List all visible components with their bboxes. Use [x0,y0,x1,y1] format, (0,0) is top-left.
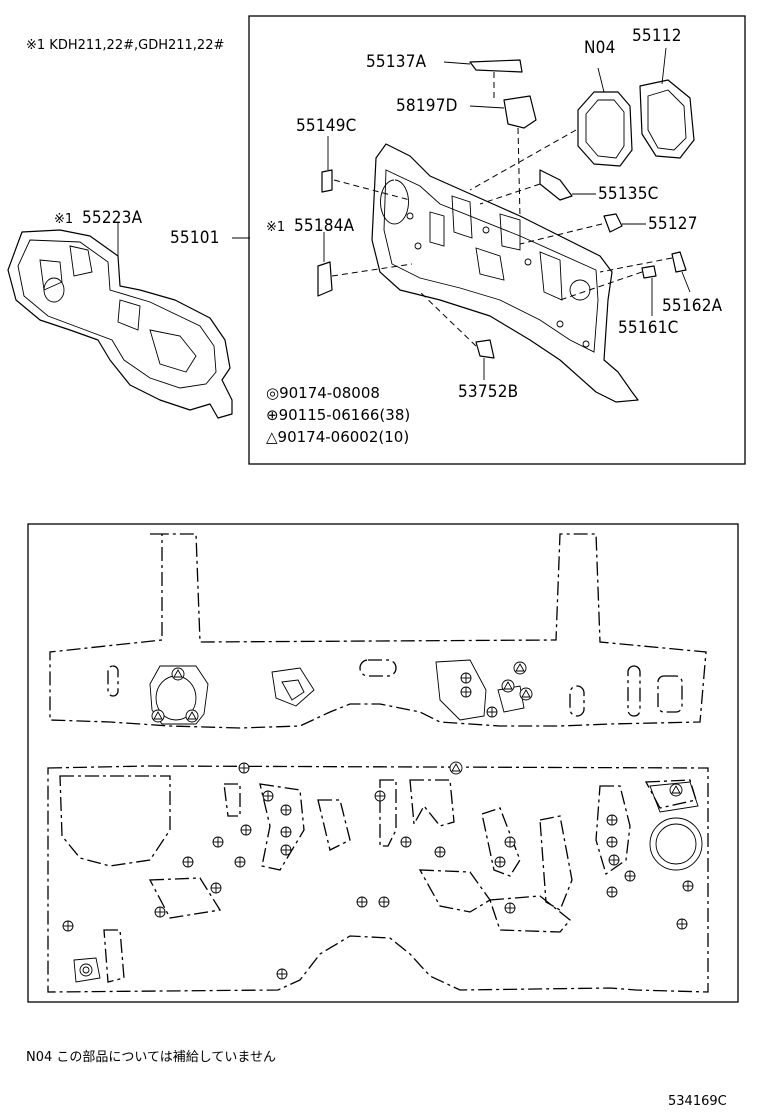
plus-circle-icon [624,870,636,882]
bracket-55137a [469,59,523,73]
part-label-55112[interactable]: 55112 [632,26,682,46]
fastener-part-number[interactable]: 90115-06166(38) [278,406,411,424]
fastener-legend-clip: △90174-06002(10) [266,428,409,446]
plus-circle-icon [400,836,412,848]
insulator-55223a [7,229,233,419]
triangle-circle-icon [185,709,199,723]
triangle-circle-icon [501,679,515,693]
plus-circle-icon [182,856,194,868]
plus-circle-icon [504,836,516,848]
part-label-55127[interactable]: 55127 [648,214,698,234]
clip-55162a [671,251,687,273]
plus-circle-icon [276,968,288,980]
plus-circle-icon [434,846,446,858]
leader-lines [117,47,691,380]
plus-circle-icon [682,880,694,892]
applicability-note: ※1 KDH211,22#,GDH211,22# [26,38,225,53]
diagram-id: 534169C [668,1094,727,1109]
plus-circle-icon [212,836,224,848]
part-label-55137a[interactable]: 55137A [366,52,427,72]
part-label-55162a[interactable]: 55162A [662,296,723,316]
plus-circle-icon [374,790,386,802]
plus-circle-icon [606,886,618,898]
part-label-55223a[interactable]: 55223A [82,208,143,228]
triangle-circle-icon [151,709,165,723]
triangle-circle-icon [519,687,533,701]
triangle-circle-icon [171,667,185,681]
plus-circle-icon [154,906,166,918]
fastener-part-number[interactable]: 90174-08008 [279,384,380,402]
seal-n04 [577,91,633,167]
part-label-55184a[interactable]: 55184A [294,216,355,236]
panel-outline-view [47,533,709,993]
plus-circle-icon [356,896,368,908]
plus-circle-icon [280,844,292,856]
double-circle-icon: ◎ [266,384,280,402]
bracket-58197d [503,95,537,129]
plus-circle-icon [606,814,618,826]
plus-circle-icon [504,902,516,914]
fastener-part-number[interactable]: 90174-06002(10) [277,428,410,446]
bracket-55184a [317,261,333,297]
plus-circle-icon [608,854,620,866]
dash-panel-55101 [371,143,639,403]
screw-markers [62,661,694,980]
bracket-55135c [539,169,573,201]
marker-1-insulator: ※1 [54,212,74,227]
exploded-view-frame [248,15,746,465]
part-label-55149c[interactable]: 55149C [296,116,357,136]
plus-circle-icon [262,790,274,802]
clip-55149c [321,169,333,193]
plus-circle-icon [280,826,292,838]
plus-circle-icon [606,836,618,848]
triangle-circle-icon [513,661,527,675]
clip-55127 [603,213,623,233]
part-label-55101[interactable]: 55101 [170,228,220,248]
plus-circle-icon [486,706,498,718]
supply-note: N04 この部品については補給していません [26,1050,276,1065]
fastener-legend-bolt: ◎90174-08008 [266,384,380,402]
plus-circle-icon [378,896,390,908]
part-label-n04[interactable]: N04 [584,38,616,58]
plus-circle-icon [280,804,292,816]
fastener-legend-screw: ⊕90115-06166(38) [266,406,410,424]
plus-circle-icon [240,824,252,836]
plus-circle-icon [238,762,250,774]
part-label-53752b[interactable]: 53752B [458,382,519,402]
plus-circle-icon [210,882,222,894]
double-circle-icon [79,963,93,977]
plus-circle-icon [460,672,472,684]
triangle-circle-icon [449,761,463,775]
plus-circle-icon [62,920,74,932]
plus-circle-icon [676,918,688,930]
part-label-55135c[interactable]: 55135C [598,184,659,204]
part-label-58197d[interactable]: 58197D [396,96,458,116]
triangle-circle-icon [669,783,683,797]
plus-circle-icon: ⊕ [266,406,279,424]
plus-circle-icon [234,856,246,868]
hole-layout-frame [27,523,739,1003]
clip-55161c [641,265,657,279]
plus-circle-icon [460,686,472,698]
plus-circle-icon [494,856,506,868]
cover-55112 [639,79,695,159]
marker-1-bracket: ※1 [266,220,286,235]
triangle-circle-icon: △ [266,428,278,446]
part-label-55161c[interactable]: 55161C [618,318,679,338]
clip-53752b [475,339,495,359]
